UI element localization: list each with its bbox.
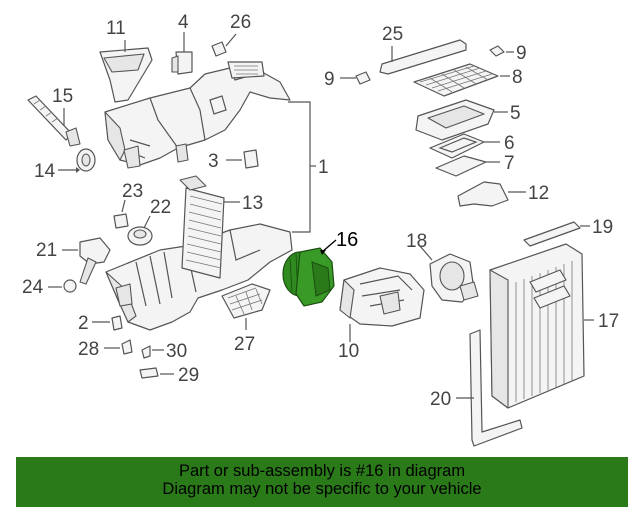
callout-27: 27 [234, 334, 255, 355]
part-19-strip [523, 221, 590, 247]
callout-22: 22 [150, 197, 171, 218]
part-11-duct [99, 40, 153, 103]
part-7 [435, 155, 500, 177]
part-9-lower [340, 71, 371, 85]
part-17-heater-core [489, 243, 594, 409]
callout-6: 6 [504, 133, 515, 154]
part-6-gasket [429, 133, 500, 159]
part-12-bracket [457, 181, 526, 207]
callout-9b: 9 [324, 69, 335, 90]
part-22 [127, 215, 153, 246]
callout-11: 11 [106, 18, 126, 39]
banner-line-2: Diagram may not be specific to your vehi… [162, 480, 482, 498]
callout-21: 21 [36, 240, 57, 261]
part-3 [226, 149, 259, 169]
callout-24: 24 [22, 277, 44, 298]
part-23 [113, 199, 129, 229]
part-15-sensor [27, 95, 81, 147]
callout-5: 5 [510, 103, 521, 124]
callout-30: 30 [166, 341, 187, 362]
callout-3: 3 [208, 151, 219, 172]
callout-2: 2 [78, 313, 89, 334]
upper-housing [104, 61, 291, 169]
callout-25: 25 [382, 24, 403, 45]
callout-17: 17 [598, 311, 619, 332]
part-5-tray [415, 99, 508, 141]
callout-labels: 11 4 26 25 9 9 8 15 5 6 3 1 7 14 23 12 1… [22, 12, 619, 410]
part-30 [141, 345, 164, 359]
part-18 [419, 245, 479, 303]
callout-19: 19 [592, 217, 613, 238]
part-24 [48, 279, 77, 293]
callout-12: 12 [528, 183, 549, 204]
part-16-blower-motor [282, 239, 337, 307]
callout-26: 26 [230, 12, 251, 33]
callout-20: 20 [430, 389, 451, 410]
part-14-ring [58, 148, 96, 173]
callout-9a: 9 [516, 43, 527, 64]
callout-14: 14 [34, 161, 56, 182]
part-29 [139, 367, 174, 379]
callout-15: 15 [52, 86, 73, 107]
part-13-core [179, 175, 240, 279]
parts-diagram: 11 4 26 25 9 9 8 15 5 6 3 1 7 14 23 12 1… [22, 12, 619, 447]
info-banner: Part or sub-assembly is #16 in diagram D… [16, 457, 628, 507]
part-20-seal [456, 329, 523, 447]
callout-1: 1 [318, 157, 329, 178]
callout-8: 8 [512, 67, 523, 88]
callout-28: 28 [78, 339, 99, 360]
part-28 [104, 339, 133, 355]
callout-18: 18 [406, 231, 427, 252]
part-25-rail [379, 39, 467, 75]
part-26-screw [211, 33, 237, 57]
part-2 [92, 315, 123, 331]
part-27-grille [221, 283, 271, 330]
part-1-bracket [288, 101, 311, 233]
callout-10: 10 [338, 341, 359, 362]
part-9-upper [489, 45, 514, 57]
callout-7: 7 [504, 153, 515, 174]
banner-line-1: Part or sub-assembly is #16 in diagram [178, 462, 466, 480]
part-10-blower-housing [339, 267, 425, 342]
callout-13: 13 [242, 193, 263, 214]
callout-29: 29 [178, 365, 199, 386]
callout-16: 16 [336, 229, 358, 251]
part-4 [171, 32, 193, 75]
part-8-filter [413, 63, 510, 97]
callout-23: 23 [122, 181, 143, 202]
callout-4: 4 [178, 12, 189, 33]
part-21 [62, 237, 111, 285]
lower-housing [105, 223, 293, 331]
